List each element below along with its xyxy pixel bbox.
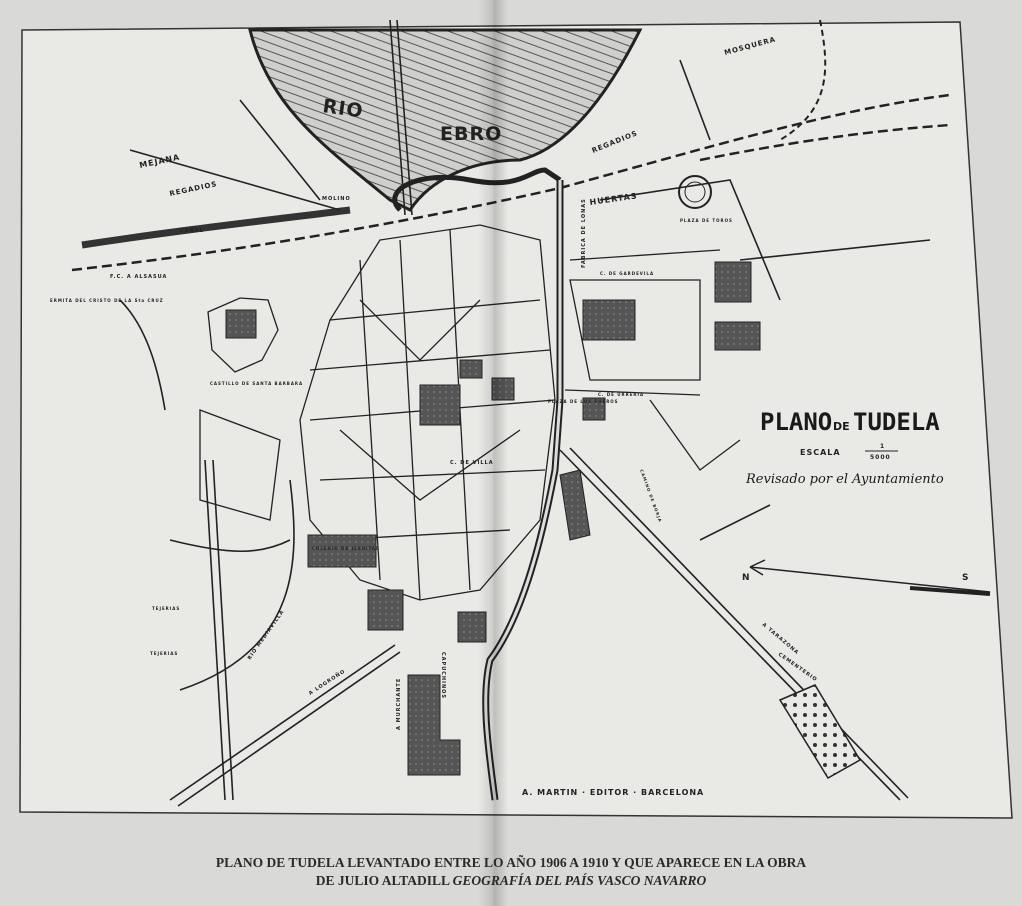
compass-n: N (742, 573, 751, 583)
railway-2 (699, 123, 951, 162)
label-plaza-fueros: PLAZA DE LOS FUEROS (548, 399, 619, 404)
railway (71, 93, 951, 272)
caption-line-1: PLANO DE TUDELA LEVANTADO ENTRE LO AÑO 1… (215, 855, 807, 870)
label-molino: MOLINO (322, 196, 351, 202)
compass-arrow (749, 566, 991, 593)
label-colegio: COLEGIO DE JESUITAS (312, 546, 380, 551)
caption-line-2: DE JULIO ALTADILL GEOGRAFÍA DEL PAÍS VAS… (315, 873, 707, 888)
label-c-gardevila: C. DE GARDEVILA (600, 271, 654, 276)
scale-denominator: 5000 (870, 454, 891, 461)
label-c-urreria: C. DE URRERIA (598, 392, 644, 397)
cemetery (778, 684, 862, 780)
label-c-villa: C. DE VILLA (450, 460, 494, 466)
compass-s: S (962, 573, 969, 583)
queiles-channel-inner (484, 180, 562, 801)
revised-note: Revisado por el Ayuntamiento (745, 472, 944, 487)
canal (81, 206, 351, 249)
label-plaza-toros: PLAZA DE TOROS (680, 218, 733, 223)
buildings (225, 261, 761, 776)
ebro-river-edge (392, 167, 562, 212)
map-title: PLANO DE TUDELA (760, 408, 940, 436)
old-town-streets (199, 224, 741, 601)
roads (119, 19, 931, 807)
svg-text:DE: DE (833, 420, 850, 433)
scale-numerator: 1 (880, 443, 885, 450)
svg-text:TUDELA: TUDELA (853, 408, 940, 436)
plaza-toros-ring (678, 175, 712, 209)
label-tejerias-2: TEJERIAS (150, 651, 178, 656)
compass-arrowhead-icon (749, 559, 766, 576)
scale-label: ESCALA (800, 448, 841, 457)
label-canal: CANAL (180, 228, 204, 234)
label-capuchinos: CAPUCHINOS (440, 652, 446, 699)
label-tejerias-1: TEJERIAS (152, 606, 180, 611)
label-fc-alsasua: F.C. A ALSASUA (110, 274, 167, 280)
label-fabrica-lonas: FABRICA DE LONAS (581, 198, 587, 268)
svg-text:PLANO: PLANO (760, 408, 832, 436)
publisher-imprint: A. MARTIN · EDITOR · BARCELONA (522, 788, 704, 797)
label-ermita: ERMITA DEL CRISTO DE LA Sta CRUZ (50, 298, 164, 303)
label-castillo: CASTILLO DE SANTA BARBARA (210, 381, 303, 386)
label-ebro: EBRO (440, 123, 502, 145)
label-a-murchante: A MURCHANTE (396, 678, 402, 730)
castillo-outline (207, 297, 279, 373)
